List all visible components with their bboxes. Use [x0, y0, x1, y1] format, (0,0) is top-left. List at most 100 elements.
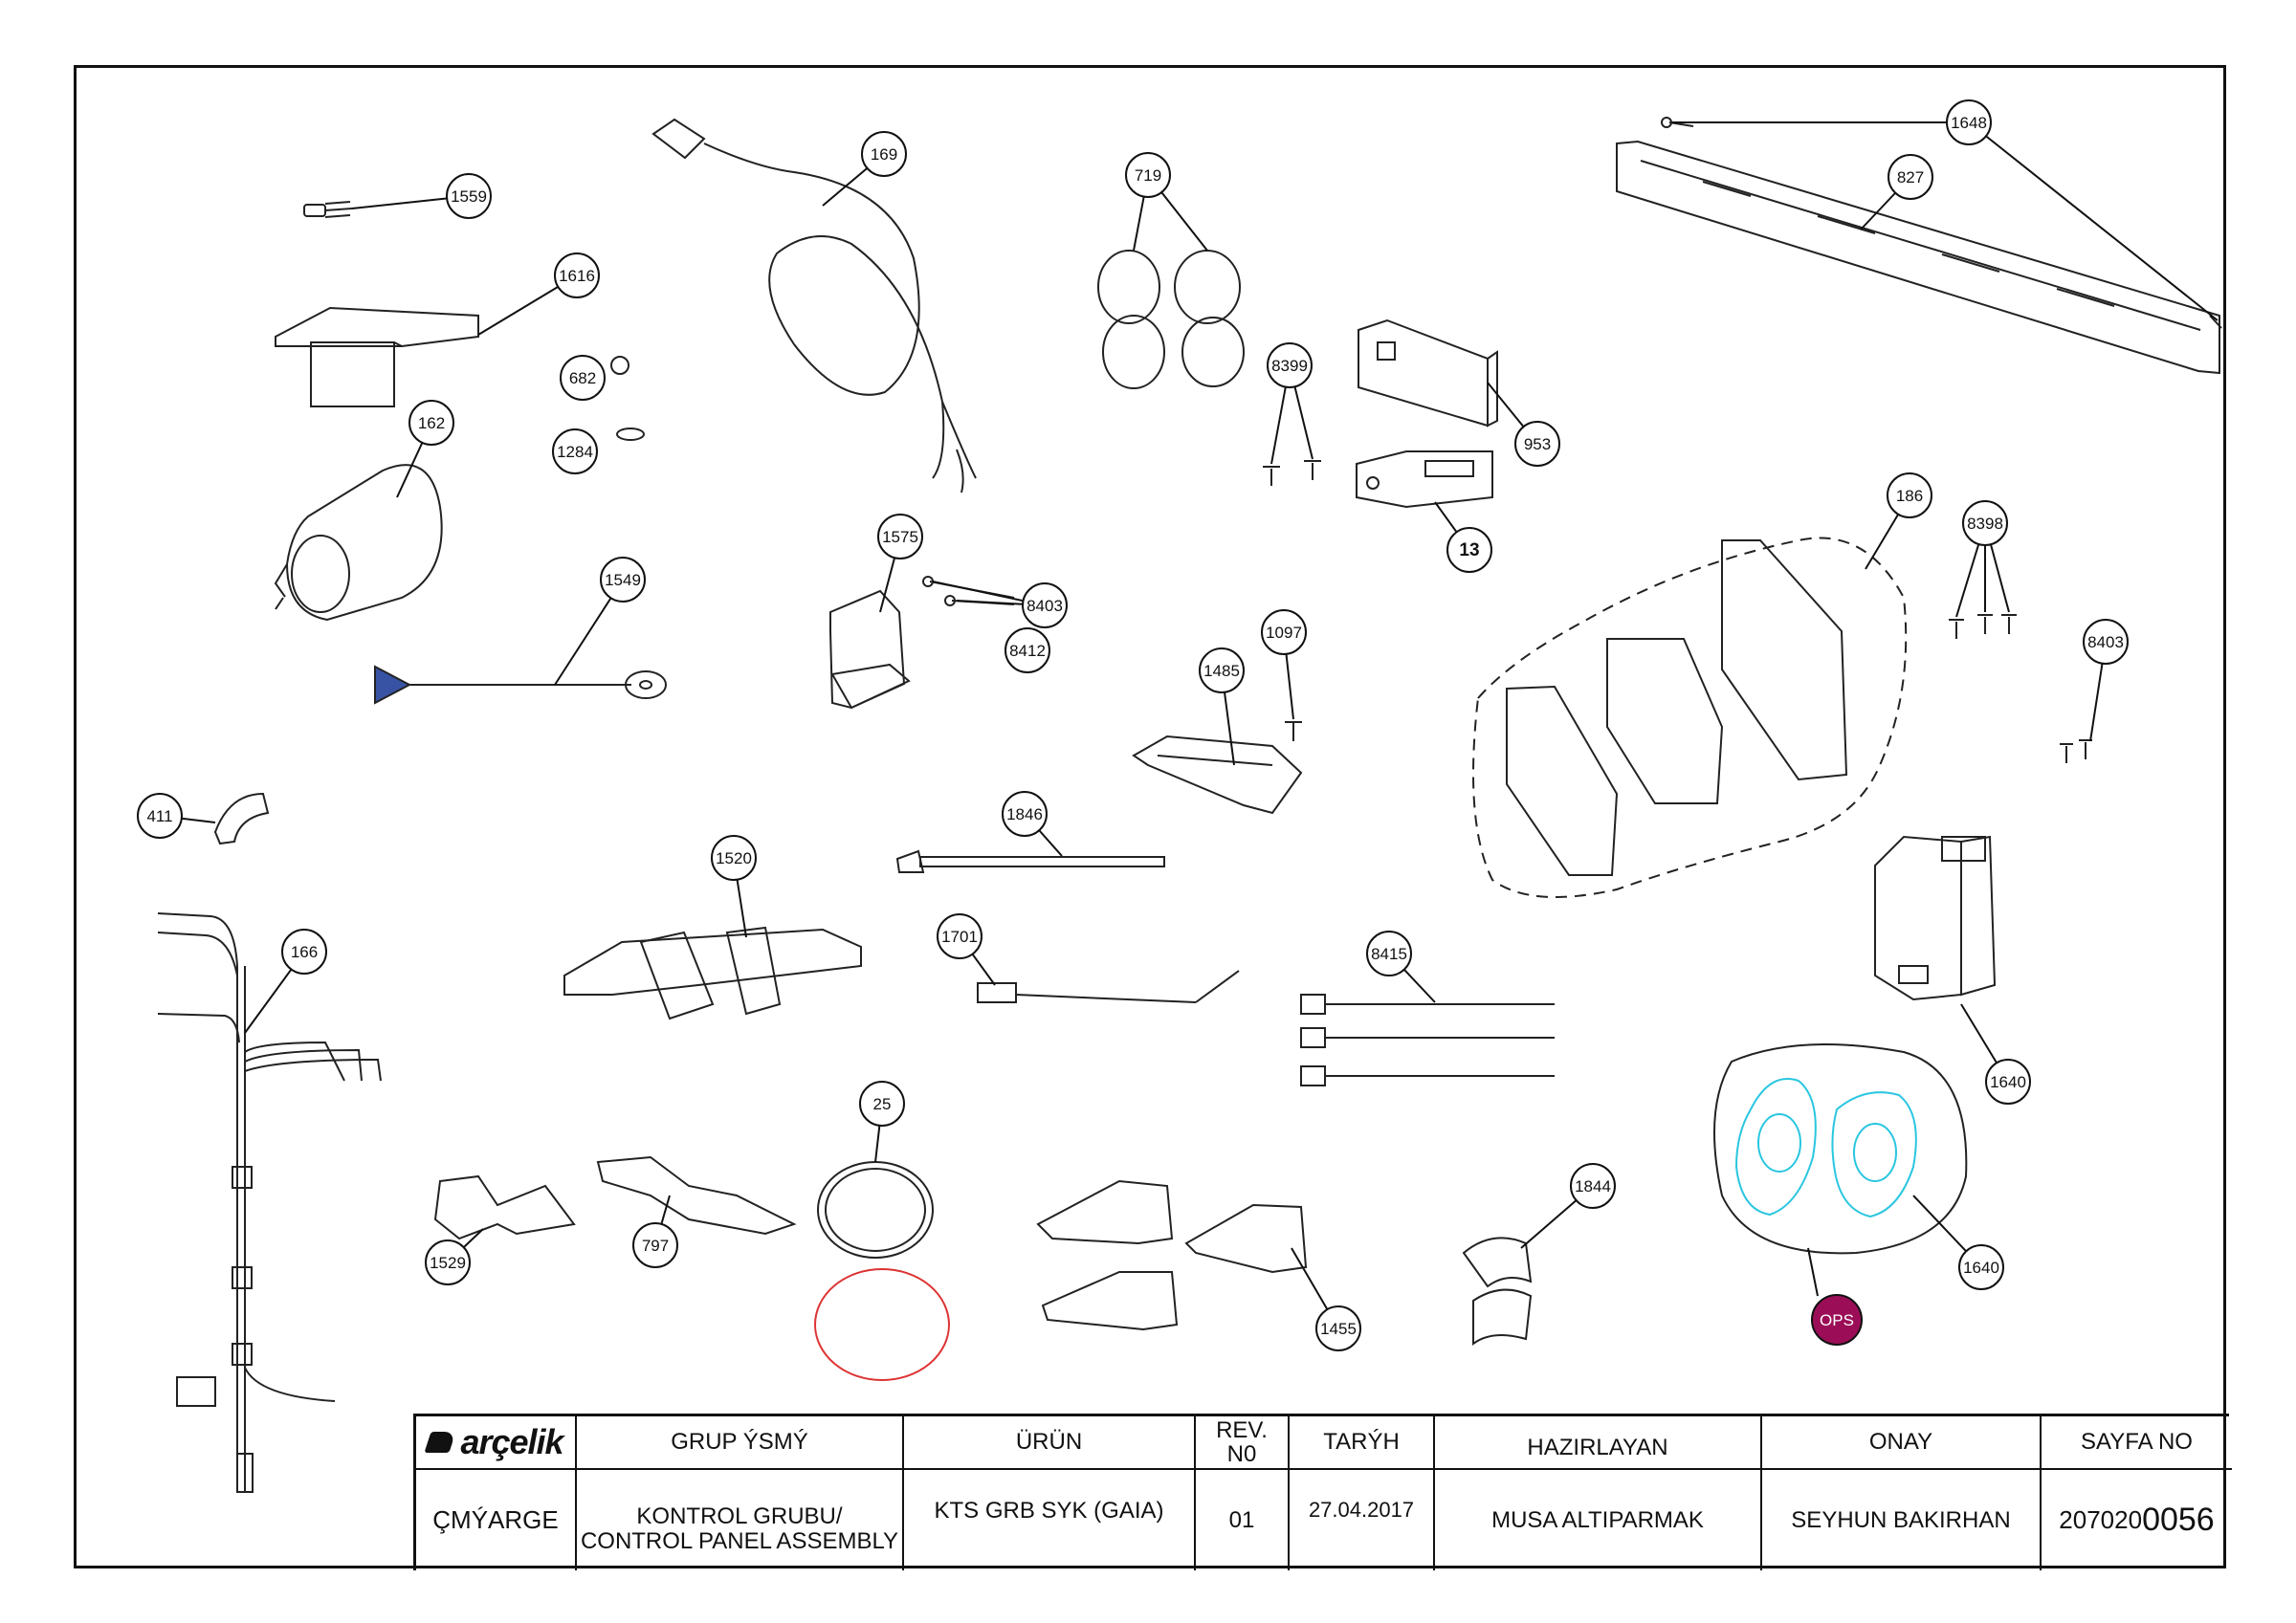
part-bracket-1616: [275, 306, 479, 407]
drawing-frame: [74, 65, 2226, 1568]
callout-label: 1701: [941, 928, 978, 946]
assembly-boundary-186: [1472, 537, 1908, 898]
callout-1640: 1640: [1958, 1244, 2004, 1290]
header-rev-no: REV. N0: [1196, 1416, 1290, 1470]
callout-circle: [877, 514, 923, 559]
prepared-by-value: MUSA ALTIPARMAK: [1435, 1470, 1762, 1570]
callout-label: 1455: [1320, 1320, 1357, 1338]
optional-parts-ops: [1734, 1078, 1917, 1218]
part-knobs-719: [1097, 250, 1245, 389]
callout-circle: [1962, 500, 2008, 546]
callout-13: 13: [1446, 527, 1492, 573]
callout-label: 1648: [1951, 114, 1987, 132]
ops-badge-circle: [1811, 1294, 1863, 1346]
header-product: ÜRÜN: [904, 1416, 1196, 1470]
callout-circle: [137, 793, 183, 839]
callout-682: 682: [560, 355, 606, 401]
callout-1529: 1529: [425, 1239, 471, 1285]
callout-circle: [1888, 154, 1933, 200]
part-clip-1529: [433, 1174, 576, 1240]
callout-label: 13: [1459, 540, 1479, 560]
header-page-no: SAYFA NO: [2042, 1416, 2232, 1470]
ops-badge: OPS: [1811, 1294, 1863, 1346]
leader-lines: [159, 121, 2219, 1329]
part-holder-1844: [1462, 1237, 1533, 1346]
callout-label: 1520: [716, 849, 752, 867]
callout-label: 1097: [1266, 624, 1302, 642]
callout-circle: [1125, 152, 1171, 198]
callout-1485: 1485: [1199, 647, 1245, 693]
callout-circle: [1315, 1305, 1361, 1351]
company-logo: arçelik: [460, 1422, 563, 1462]
callout-circle: [859, 1081, 905, 1127]
callout-label: 1640: [1963, 1259, 1999, 1277]
header-date: TARÝH: [1290, 1416, 1435, 1470]
callout-719: 719: [1125, 152, 1171, 198]
callout-circle: [632, 1222, 678, 1268]
callout-1559: 1559: [446, 173, 492, 219]
part-capacitor-162: [274, 464, 443, 622]
callout-circle: [1261, 609, 1307, 655]
callout-label: 1485: [1203, 662, 1240, 680]
department-code: ÇMÝARGE: [416, 1470, 577, 1570]
callout-label: 1575: [882, 528, 918, 546]
callout-circle: [408, 400, 454, 446]
callout-label: 8403: [2087, 633, 2124, 651]
part-box-953: [1358, 318, 1498, 428]
callout-circle: [554, 252, 600, 298]
callout-label: 1616: [559, 267, 595, 285]
callout-label: 719: [1135, 166, 1161, 185]
part-screw-1559: [303, 201, 353, 218]
callout-circle: [552, 428, 598, 474]
callout-circle: [1002, 791, 1048, 837]
callout-label: 1640: [1990, 1073, 2026, 1091]
callout-circle: [861, 131, 907, 177]
callout-label: 953: [1524, 435, 1551, 453]
part-screws-8399: [1263, 460, 1321, 486]
callout-1520: 1520: [711, 835, 757, 881]
callout-label: 1844: [1575, 1177, 1611, 1195]
assembly-boundary-ops: [1713, 1043, 1968, 1255]
part-cable-tie-1846: [895, 849, 1165, 873]
callout-label: 8398: [1967, 515, 2003, 533]
callout-411: 411: [137, 793, 183, 839]
logo-cell: arçelik: [416, 1416, 577, 1470]
part-bracket-1575: [829, 589, 911, 710]
callout-1097: 1097: [1261, 609, 1307, 655]
callout-circle: [1366, 931, 1412, 976]
callout-label: 8399: [1271, 357, 1308, 375]
callout-169: 169: [861, 131, 907, 177]
part-screws-8398: [1949, 614, 2017, 639]
part-door-lock-13: [1356, 450, 1493, 509]
callout-8403: 8403: [1022, 582, 1068, 628]
page-no-prefix: 207020: [2059, 1504, 2143, 1534]
group-name-value: KONTROL GRUBU/ CONTROL PANEL ASSEMBLY: [577, 1470, 904, 1570]
callout-bubbles: 1559161668212841621549169719839995313164…: [137, 99, 2129, 1351]
callout-166: 166: [281, 929, 327, 975]
callout-circle: [1985, 1059, 2031, 1105]
callout-8415: 8415: [1366, 931, 1412, 976]
callout-8412: 8412: [1004, 627, 1050, 673]
callout-1846: 1846: [1002, 791, 1048, 837]
callout-1284: 1284: [552, 428, 598, 474]
header-approval: ONAY: [1762, 1416, 2042, 1470]
part-ring-25-red: [814, 1268, 950, 1381]
callout-circle: [446, 173, 492, 219]
callout-1616: 1616: [554, 252, 600, 298]
callout-1455: 1455: [1315, 1305, 1361, 1351]
callout-8398: 8398: [1962, 500, 2008, 546]
product-value: KTS GRB SYK (GAIA): [904, 1470, 1196, 1570]
part-pressure-switch-1640: [1874, 835, 1997, 1001]
callout-label: 1549: [605, 571, 641, 589]
callout-827: 827: [1888, 154, 1933, 200]
callout-circle: [600, 557, 646, 603]
part-clip-797: [596, 1155, 797, 1236]
callout-circle: [1004, 627, 1050, 673]
callout-circle: [1570, 1163, 1616, 1209]
part-rail-827: [1616, 140, 2220, 375]
callout-label: 186: [1896, 487, 1923, 505]
part-seal-25: [817, 1161, 934, 1259]
rev-no-value: 01: [1196, 1470, 1290, 1570]
callout-circle: [937, 913, 982, 959]
leader-line-1648: [1968, 121, 2219, 321]
